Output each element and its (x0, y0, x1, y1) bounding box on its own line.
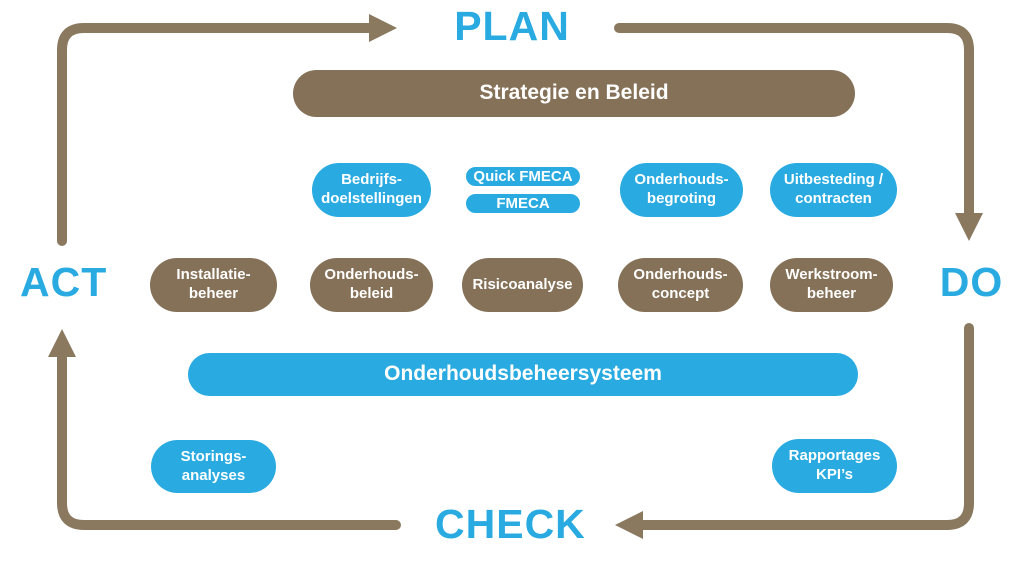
pill-storingsanalyses: Storings- analyses (151, 440, 276, 493)
do-label: DO (939, 259, 1004, 305)
pill-quick-fmeca: Quick FMECA (463, 164, 583, 189)
arrow-plan-to-do (614, 23, 974, 218)
pill-onderhoudsbeheersysteem: Onderhoudsbeheersysteem (188, 353, 858, 396)
arrowhead-act (48, 329, 76, 357)
pill-installatiebeheer: Installatie- beheer (150, 258, 277, 312)
pill-onderhoudsbeleid: Onderhouds- beleid (310, 258, 433, 312)
act-label: ACT (20, 259, 108, 305)
pill-risicoanalyse: Risicoanalyse (462, 258, 583, 312)
arrow-do-to-check (638, 323, 974, 530)
arrow-check-to-act (57, 352, 401, 530)
arrowhead-plan (369, 14, 397, 42)
pill-fmeca: FMECA (463, 191, 583, 216)
pill-uitbesteding-contracten: Uitbesteding / contracten (770, 163, 897, 217)
pill-rapportages-kpis: Rapportages KPI’s (772, 439, 897, 493)
pill-onderhoudsbegroting: Onderhouds- begroting (620, 163, 743, 217)
arrowhead-check (615, 511, 643, 539)
check-label: CHECK (435, 501, 586, 547)
pill-bedrijfsdoelstellingen: Bedrijfs- doelstellingen (312, 163, 431, 217)
arrow-act-to-plan (57, 23, 376, 246)
pill-onderhoudsconcept: Onderhouds- concept (618, 258, 743, 312)
arrowhead-do (955, 213, 983, 241)
pill-werkstroombeheer: Werkstroom- beheer (770, 258, 893, 312)
pill-strategie-en-beleid: Strategie en Beleid (293, 70, 855, 117)
plan-label: PLAN (454, 3, 570, 49)
